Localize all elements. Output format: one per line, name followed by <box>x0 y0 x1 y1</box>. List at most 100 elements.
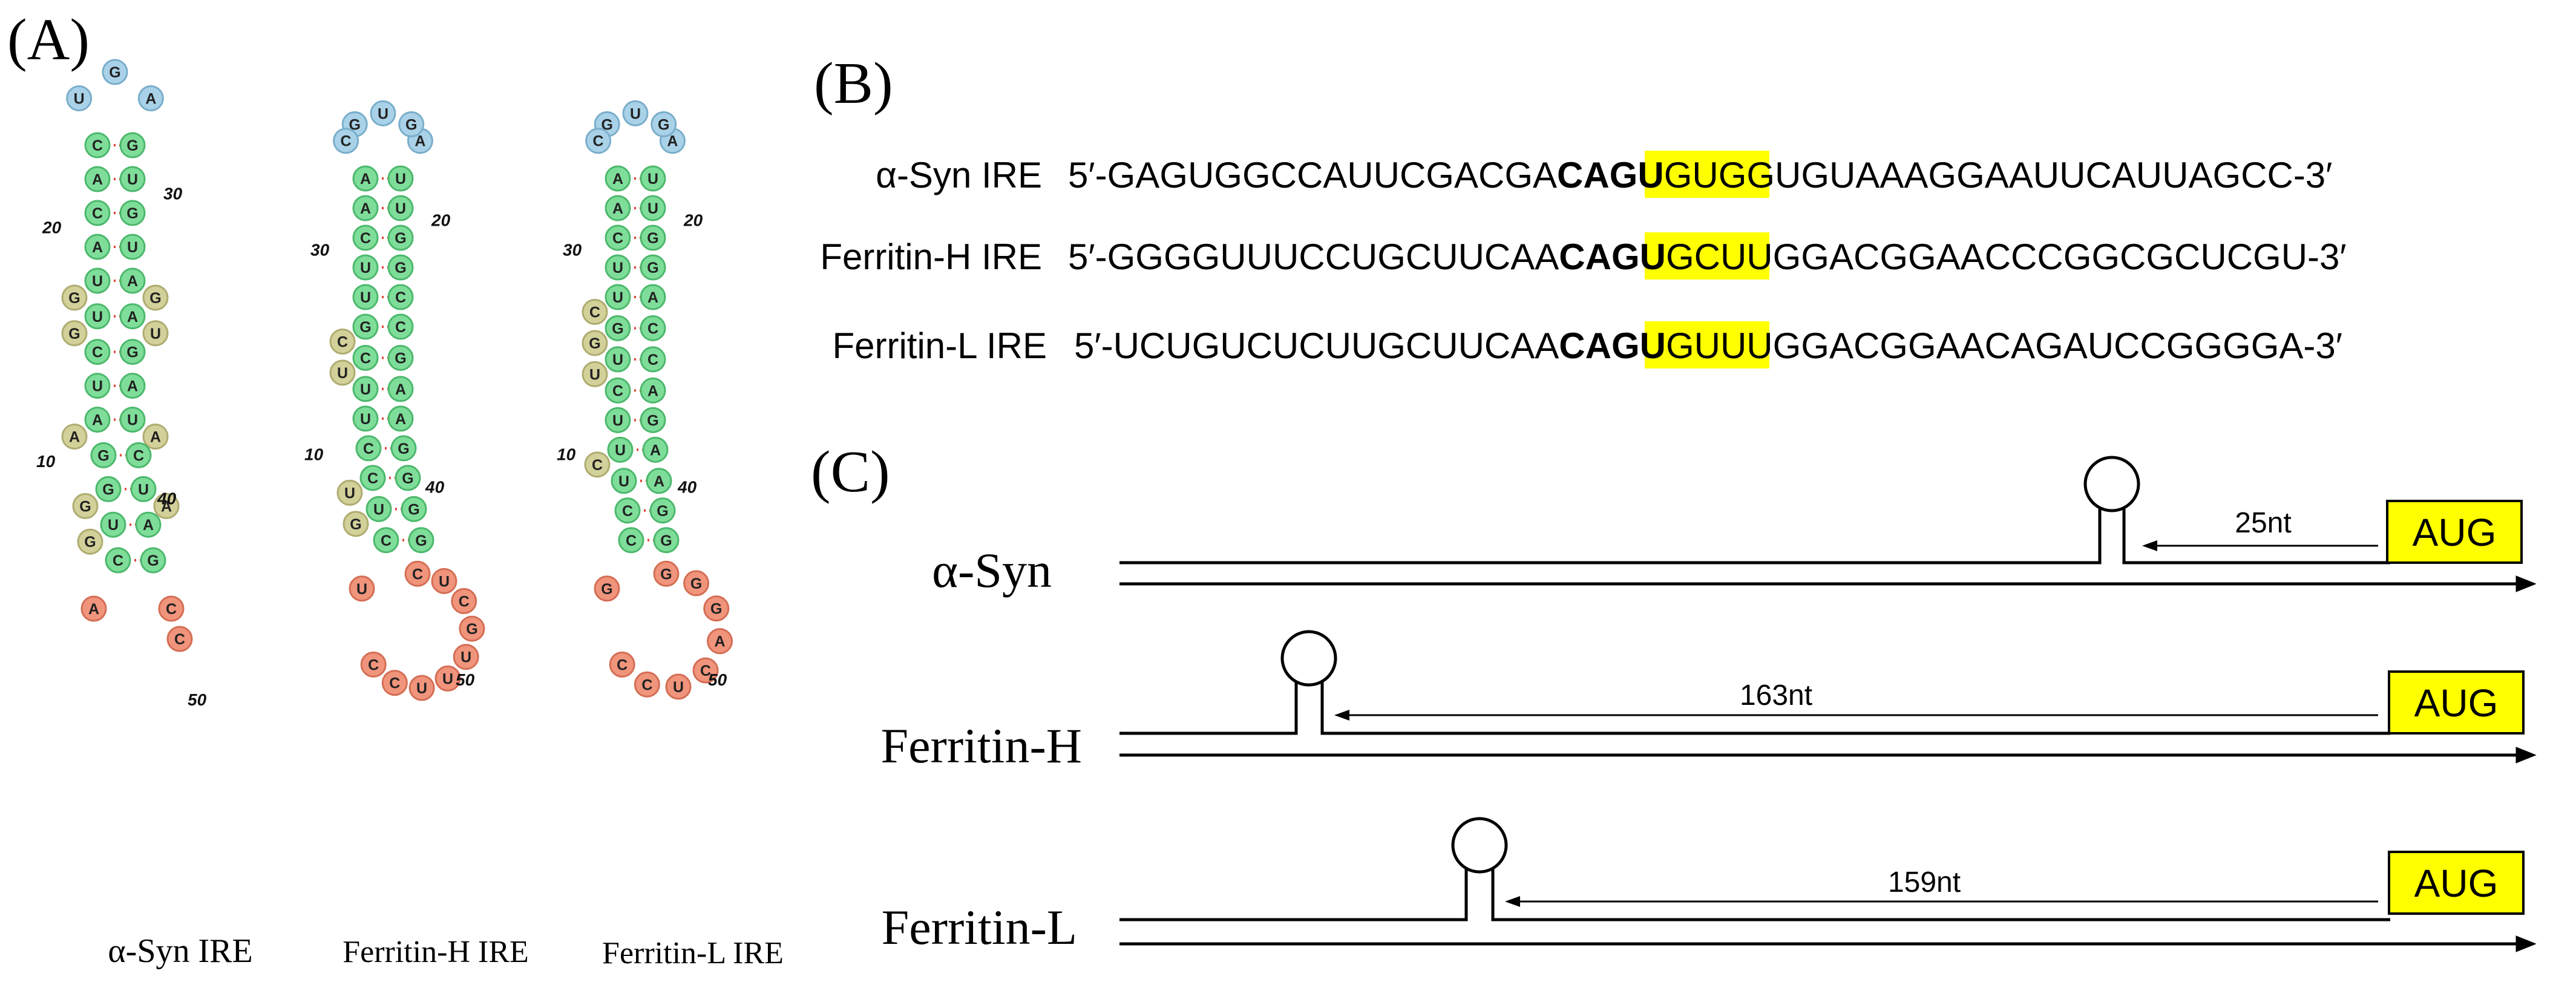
svg-text:C: C <box>641 676 652 693</box>
nucleotide-number: 30 <box>163 185 183 203</box>
svg-text:U: U <box>360 289 371 306</box>
svg-text:C: C <box>363 440 374 457</box>
stem-base: C <box>387 313 414 340</box>
svg-text:U: U <box>416 680 427 697</box>
internal-loop-base: G <box>72 492 99 519</box>
stem-base: C <box>105 547 131 574</box>
svg-text:G: G <box>126 344 138 361</box>
stem-base: A <box>84 407 111 433</box>
stem-base: A <box>119 373 146 399</box>
svg-text:G: G <box>405 116 417 133</box>
svg-text:U: U <box>460 649 471 666</box>
stem-base: C <box>352 344 379 371</box>
sequence-row-ferritin-l: Ferritin-L IRE 5′-UCUGUCUCUUGCUUCAACAGUG… <box>833 321 2342 368</box>
svg-text:A: A <box>415 133 425 150</box>
svg-text:U: U <box>612 412 623 429</box>
svg-text:G: G <box>126 137 138 154</box>
svg-text:A: A <box>161 498 172 515</box>
svg-text:G: G <box>102 481 114 498</box>
svg-text:U: U <box>615 442 626 459</box>
svg-text:G: G <box>647 230 658 247</box>
tail-base: U <box>408 675 435 701</box>
svg-text:A: A <box>145 91 156 108</box>
hairpin-loop-base: C <box>333 128 359 154</box>
stem-base: A <box>387 405 414 432</box>
svg-text:U: U <box>395 171 406 188</box>
sequence-row-asyn: α-Syn IRE 5′-GAGUGGCCAUUCGACGACAGUGUGGUG… <box>876 151 2332 198</box>
svg-text:U: U <box>92 273 103 290</box>
mrna-upper-strand-right <box>2122 499 2390 564</box>
svg-text:U: U <box>344 485 355 502</box>
sequence-name: α-Syn IRE <box>876 155 1042 195</box>
svg-text:C: C <box>617 656 628 673</box>
svg-text:C: C <box>612 382 623 399</box>
stem-base: C <box>605 377 631 404</box>
stem-base: A <box>605 165 631 192</box>
internal-loop-base: A <box>153 492 180 519</box>
svg-text:G: G <box>647 412 658 429</box>
hairpin-loop-base: G <box>398 111 425 137</box>
distance-label: 25nt <box>2235 507 2291 539</box>
tail-base: C <box>451 587 477 614</box>
aug-codon-label: AUG <box>2413 511 2497 554</box>
svg-text:G: G <box>349 116 361 133</box>
svg-text:A: A <box>647 382 658 399</box>
nucleotide-number: 40 <box>677 477 697 496</box>
svg-text:U: U <box>373 501 384 518</box>
svg-text:U: U <box>612 260 623 277</box>
stem-base: C <box>387 284 414 310</box>
stem-base: A <box>119 267 146 294</box>
svg-text:C: C <box>647 320 658 337</box>
svg-text:C: C <box>360 230 371 247</box>
stem-base: U <box>611 468 637 494</box>
svg-text:A: A <box>612 171 623 188</box>
stem-base: U <box>100 511 126 538</box>
svg-text:A: A <box>395 381 406 398</box>
stem-base: C <box>84 339 111 365</box>
hairpin-loop <box>1280 630 1337 687</box>
internal-loop-base: C <box>329 329 356 355</box>
svg-text:U: U <box>442 670 453 687</box>
svg-text:A: A <box>647 289 658 306</box>
tail-base: G <box>703 595 730 622</box>
svg-text:C: C <box>389 675 400 692</box>
internal-loop-base: G <box>342 511 369 537</box>
svg-text:G: G <box>395 260 406 277</box>
distance-arrowhead <box>2142 540 2157 551</box>
sequence-text: 5′-GAGUGGCCAUUCGACGACAGUGUGGUGUAAAGGAAUU… <box>1068 155 2332 195</box>
stem-base: U <box>84 373 111 399</box>
svg-text:U: U <box>108 517 119 534</box>
mrna-upper-strand-right <box>1320 678 2390 735</box>
svg-text:U: U <box>673 679 684 696</box>
svg-text:C: C <box>360 350 371 367</box>
svg-text:A: A <box>92 171 103 188</box>
strand-arrowhead <box>2515 575 2537 592</box>
svg-text:C: C <box>622 503 633 520</box>
stem-base: C <box>352 224 379 251</box>
svg-text:U: U <box>612 289 623 306</box>
svg-text:G: G <box>657 503 668 520</box>
stem-base: U <box>84 267 111 294</box>
tail-base: A <box>80 595 107 622</box>
panel-b-label: (B) <box>814 51 893 116</box>
mrna-upper-strand <box>1119 865 1468 921</box>
svg-text:U: U <box>92 309 103 326</box>
svg-text:U: U <box>360 411 371 428</box>
stem-base: G <box>640 407 666 433</box>
svg-text:G: G <box>710 601 722 618</box>
strand-arrowhead <box>2515 935 2537 952</box>
svg-text:C: C <box>368 656 379 673</box>
svg-text:G: G <box>149 290 161 307</box>
svg-text:C: C <box>381 532 392 549</box>
stem-base: C <box>355 435 382 462</box>
mrna-upper-strand <box>1119 678 1298 735</box>
panel-a-label: (A) <box>7 7 90 73</box>
stem-base: G <box>605 315 631 341</box>
svg-text:U: U <box>74 91 85 108</box>
hairpin-loop-base: A <box>137 85 164 112</box>
stem-base: C <box>618 527 644 554</box>
svg-text:A: A <box>92 239 103 256</box>
distance-label: 163nt <box>1740 679 1812 712</box>
